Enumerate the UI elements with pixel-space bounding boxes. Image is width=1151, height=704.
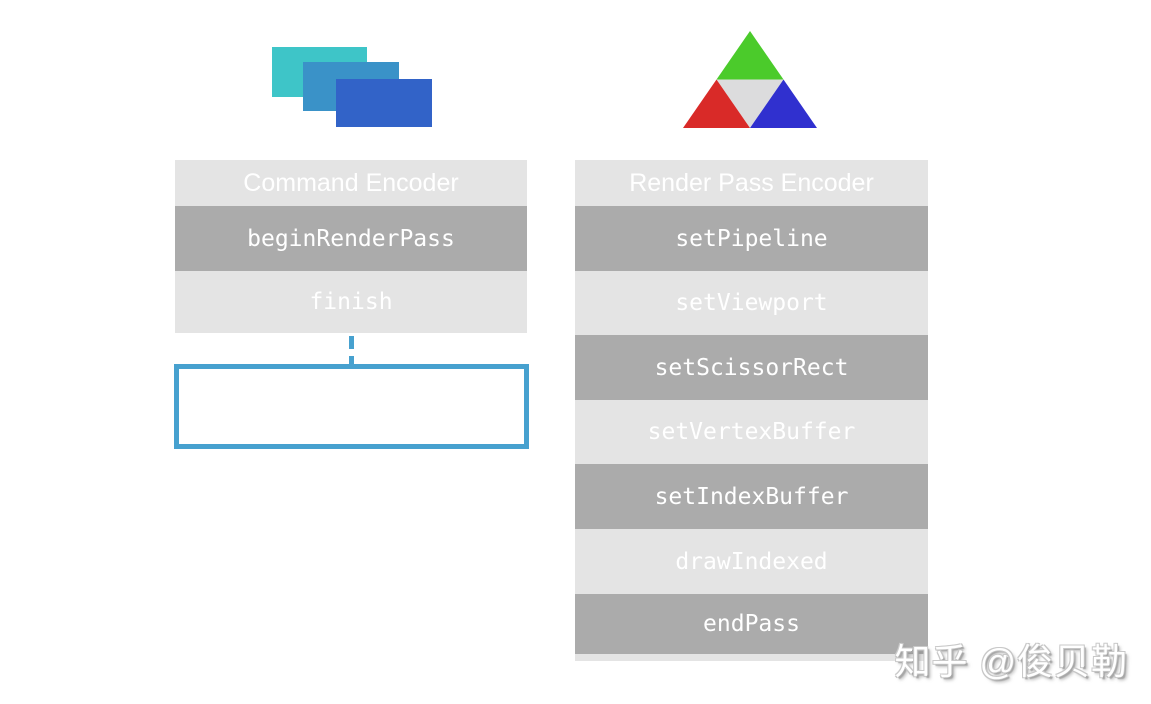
dashed-connector-segment (349, 336, 354, 349)
row-set-viewport: setViewport (575, 271, 928, 335)
row-set-scissor-rect: setScissorRect (575, 335, 928, 400)
row-end-pass: endPass (575, 594, 928, 654)
triangle-center-gray (716, 79, 784, 128)
stack-rect-royal (336, 79, 432, 127)
render-pass-encoder-panel: Render Pass Encoder setPipeline setViewp… (575, 160, 928, 661)
row-draw-indexed: drawIndexed (575, 529, 928, 594)
triangle-blue (750, 79, 817, 128)
row-set-index-buffer: setIndexBuffer (575, 464, 928, 529)
row-finish: finish (175, 271, 527, 333)
command-encoder-panel: Command Encoder beginRenderPass finish (175, 160, 527, 333)
row-set-vertex-buffer: setVertexBuffer (575, 400, 928, 464)
row-begin-render-pass: beginRenderPass (175, 206, 527, 271)
command-buffer-placeholder-box (174, 364, 529, 449)
command-encoder-header: Command Encoder (175, 160, 527, 206)
rgb-triangle-icon (683, 31, 817, 128)
cropped-row-sliver (575, 654, 928, 661)
render-pass-encoder-header: Render Pass Encoder (575, 160, 928, 206)
triangle-red (683, 79, 750, 128)
watermark: 知乎 @俊贝勒 (894, 641, 1128, 682)
row-set-pipeline: setPipeline (575, 206, 928, 271)
triangle-green (716, 31, 784, 80)
dashed-connector-segment (349, 356, 354, 365)
